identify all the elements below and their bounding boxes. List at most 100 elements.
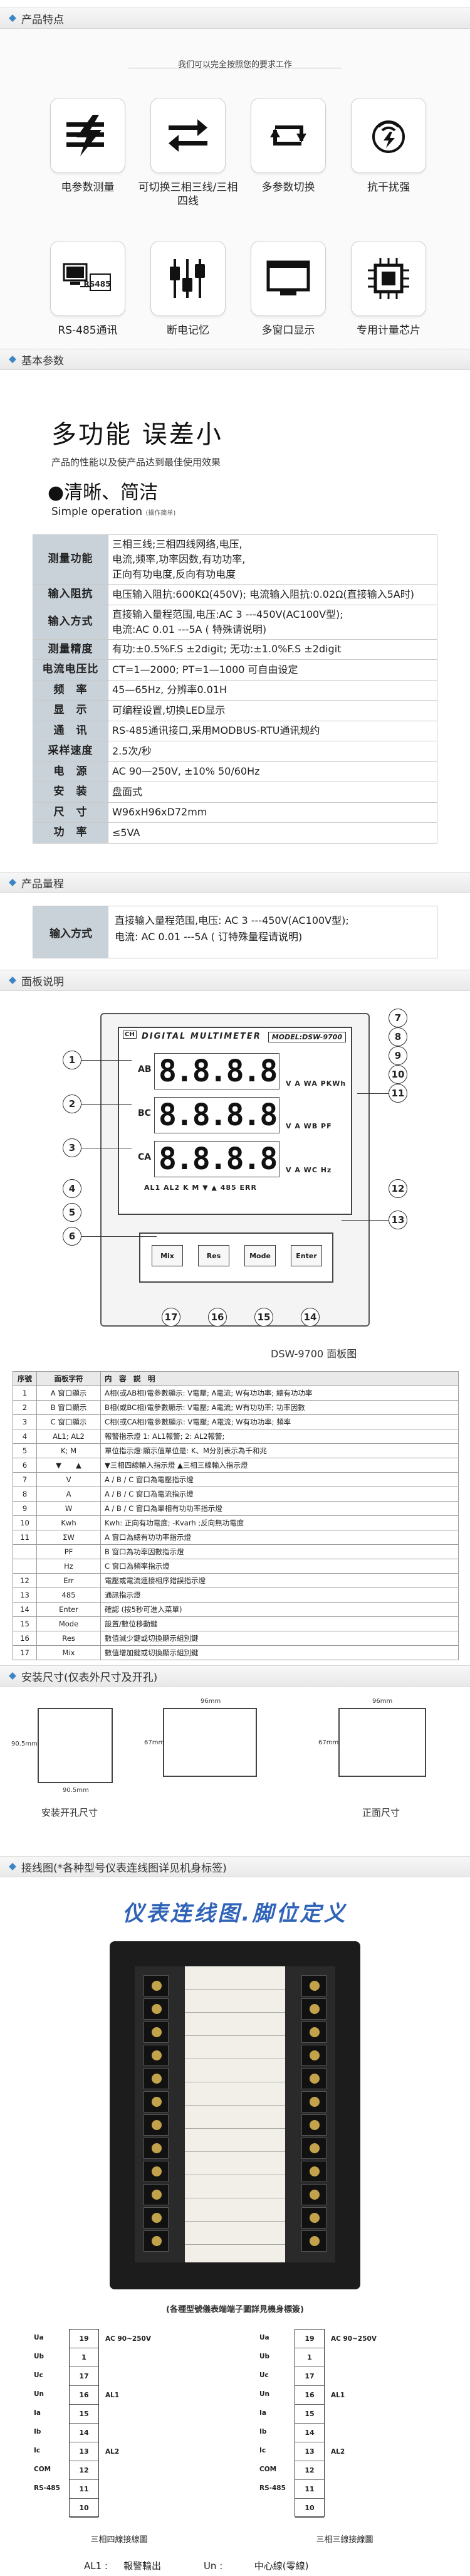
callout-2: 2	[63, 1095, 81, 1113]
feature-item: 专用计量芯片	[338, 241, 439, 337]
spec-key: 显 示	[33, 700, 108, 721]
terminal-number: 10	[295, 2499, 324, 2518]
spec-key: 输入方式	[33, 604, 108, 640]
legend-no: 7	[13, 1472, 37, 1487]
screw-terminal	[301, 2230, 326, 2252]
legend-desc: Kwh: 正向有功電度; -Kvarh ;反向無功電度	[100, 1515, 459, 1530]
callout-line	[357, 1093, 389, 1094]
seg-digits: 8.8.8.8	[159, 1098, 278, 1133]
sticker-row	[185, 2059, 285, 2082]
sticker-row	[185, 1990, 285, 2013]
sticker-row	[185, 1966, 285, 1990]
display-row-b: 8.8.8.8	[154, 1097, 279, 1133]
screw-terminal	[144, 2022, 169, 2043]
sticker-row	[185, 2198, 285, 2222]
feature-label: 抗干扰强	[367, 181, 410, 194]
legend-no	[13, 1544, 37, 1559]
row-label-ab: AB	[138, 1064, 152, 1074]
section-title: 基本参数	[21, 354, 64, 368]
wiring-title: 仪表连线图.脚位定义	[122, 1901, 348, 1926]
section-features-bar: 产品特点	[0, 8, 470, 29]
range-key: 输入方式	[33, 906, 108, 958]
section-title: 安装尺寸(仅表外尺寸及开孔)	[21, 1671, 158, 1684]
legend-no: 6	[13, 1458, 37, 1473]
terminal-signal-label: COM	[259, 2466, 277, 2473]
screw-terminal	[301, 2207, 326, 2229]
spec-key: 功 率	[33, 822, 108, 844]
terminal-signal-label: Ia	[34, 2409, 41, 2417]
screw-terminal	[144, 2045, 169, 2066]
terminal-number: 17	[295, 2367, 324, 2386]
spec-key: 安 装	[33, 782, 108, 803]
mode-button[interactable]: Mode	[244, 1245, 276, 1266]
legend-symbol: B 窗口顯示	[36, 1400, 101, 1415]
basic-title: 多功能 误差小	[51, 420, 223, 449]
spec-key: 测量精度	[33, 639, 108, 660]
sticker-row	[185, 2222, 285, 2245]
terminal-signal-label: RS-485	[34, 2484, 60, 2492]
legend-symbol: Kwh	[36, 1515, 101, 1530]
side-width-label: 96mm	[201, 1698, 221, 1705]
screw-terminal	[301, 2068, 326, 2089]
section-marker-icon	[9, 977, 16, 984]
terminal-number: 15	[295, 2405, 324, 2424]
callout-line	[342, 1220, 389, 1221]
feature-item: 多参数切换	[238, 98, 338, 208]
unit-leds-a: V A WA PKWh	[286, 1079, 347, 1088]
callout-12: 12	[389, 1179, 407, 1198]
feature-label: 电参数测量	[61, 181, 115, 194]
rs485-icon: RS485	[50, 241, 125, 317]
electric-measure-icon	[50, 98, 125, 173]
callout-7: 7	[389, 1009, 407, 1027]
legend-desc: B相(或BC相)電參數顯示: V電壓; A電流; W有功功率; 功率因數	[100, 1400, 459, 1415]
feature-label: RS-485通讯	[58, 324, 118, 337]
enter-button[interactable]: Enter	[291, 1245, 322, 1266]
legend-no: 8	[13, 1487, 37, 1502]
wiring-sticker	[185, 1966, 285, 2262]
feature-item: 电参数测量	[38, 98, 138, 208]
legend-no: 17	[13, 1645, 37, 1660]
basic-params: 多功能 误差小 产品的性能以及使产品达到最佳使用效果 ●清晰、简洁 Simple…	[0, 370, 470, 872]
basic-bullet: ●清晰、简洁	[48, 482, 159, 504]
terminal-signal-label: Ua	[34, 2334, 44, 2341]
cutout-height-label: 90.5mm	[11, 1741, 38, 1747]
sticker-row	[185, 2013, 285, 2036]
terminal-number: 12	[295, 2461, 324, 2480]
screw-terminal	[144, 2207, 169, 2229]
legend-no: 15	[13, 1616, 37, 1631]
legend-no: 2	[13, 1400, 37, 1415]
sticker-row	[185, 2106, 285, 2129]
res-button[interactable]: Res	[198, 1245, 229, 1266]
screw-terminal	[301, 2161, 326, 2182]
anti-interference-icon	[351, 98, 426, 173]
mix-button[interactable]: Mix	[152, 1245, 183, 1266]
button-area: Mix Res Mode Enter	[139, 1232, 333, 1283]
terminal-signal-label: Ub	[34, 2353, 44, 2360]
legend-no: 14	[13, 1602, 37, 1617]
screw-terminal	[144, 2138, 169, 2159]
install-section: 90.5mm 90.5mm 安装开孔尺寸 96mm 67mm 96mm 67mm…	[0, 1687, 470, 1856]
screw-terminal	[144, 1998, 169, 2020]
callout-17: 17	[162, 1308, 180, 1327]
legend-no: 4	[13, 1429, 37, 1444]
chip-icon	[351, 241, 426, 317]
screw-terminal	[301, 1975, 326, 1996]
power-label: AC 90~250V	[105, 2335, 151, 2343]
terminal-number: 11	[70, 2480, 98, 2499]
spec-row: 输入阻抗电压输入阻抗:600KΩ(450V); 电流输入阻抗:0.02Ω(直接输…	[33, 584, 437, 605]
legend-symbol: C 窗口顯示	[36, 1414, 101, 1429]
terminal-number: 13	[295, 2442, 324, 2461]
screw-terminal	[144, 2091, 169, 2112]
sticker-row	[185, 2152, 285, 2175]
spec-value: 电压输入阻抗:600KΩ(450V); 电流输入阻抗:0.02Ω(直接输入5A时…	[108, 584, 437, 605]
callout-11: 11	[389, 1084, 407, 1103]
spec-key: 输入阻抗	[33, 584, 108, 605]
